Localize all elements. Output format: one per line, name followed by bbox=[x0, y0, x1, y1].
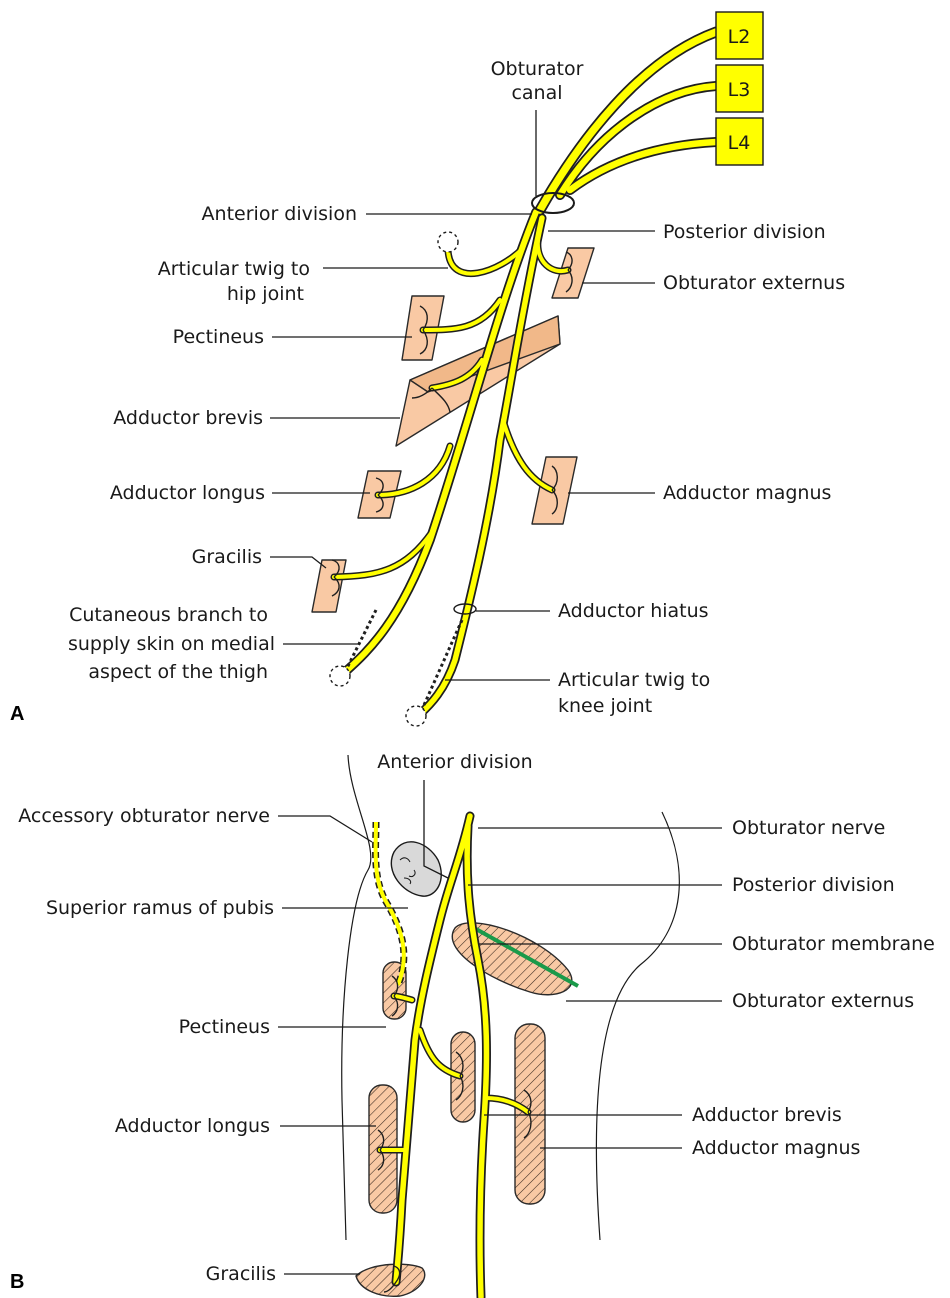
panel-b: Anterior division Accessory obturator ne… bbox=[10, 751, 935, 1297]
label-anterior-division-b: Anterior division bbox=[377, 751, 532, 773]
label-obturator-membrane: Obturator membrane bbox=[732, 933, 935, 955]
thigh-skin-dashed-circle bbox=[330, 666, 350, 686]
knee-joint-dashed-circle bbox=[406, 706, 426, 726]
label-obturator-canal-line2: canal bbox=[511, 82, 562, 104]
thigh-outline-left bbox=[342, 755, 371, 1240]
panel-a: L2 L3 L4 Obturator canal bbox=[10, 12, 845, 726]
label-adductor-longus-b: Adductor longus bbox=[115, 1115, 270, 1137]
label-gracilis-b: Gracilis bbox=[206, 1263, 276, 1285]
label-accessory-obturator-nerve: Accessory obturator nerve bbox=[18, 805, 270, 827]
label-adductor-magnus-b: Adductor magnus bbox=[692, 1137, 860, 1159]
label-gracilis-a: Gracilis bbox=[192, 546, 262, 568]
label-adductor-brevis-b: Adductor brevis bbox=[692, 1104, 842, 1126]
label-adductor-magnus-a: Adductor magnus bbox=[663, 482, 831, 504]
panel-letter-b: B bbox=[10, 1271, 24, 1293]
label-pectineus-b: Pectineus bbox=[179, 1016, 270, 1038]
label-anterior-division-a: Anterior division bbox=[202, 203, 357, 225]
label-cutaneous-line1: Cutaneous branch to bbox=[69, 604, 268, 626]
label-articular-hip-line1: Articular twig to bbox=[158, 258, 310, 280]
root-label-l2: L2 bbox=[728, 26, 751, 48]
thigh-outline-right bbox=[596, 812, 679, 1240]
panel-letter-a: A bbox=[10, 703, 24, 725]
label-cutaneous-line3: aspect of the thigh bbox=[88, 661, 268, 683]
label-adductor-hiatus: Adductor hiatus bbox=[558, 600, 709, 622]
label-pectineus-a: Pectineus bbox=[173, 326, 264, 348]
label-articular-knee-line2: knee joint bbox=[558, 695, 652, 717]
root-label-l4: L4 bbox=[728, 132, 751, 154]
label-articular-hip-line2: hip joint bbox=[227, 283, 304, 305]
root-box-l3: L3 bbox=[716, 65, 763, 112]
label-obturator-canal-line1: Obturator bbox=[491, 58, 584, 80]
bone-superior-ramus bbox=[391, 842, 441, 896]
label-superior-ramus-pubis: Superior ramus of pubis bbox=[46, 897, 274, 919]
hip-joint-dashed-circle bbox=[438, 232, 458, 252]
muscle-gracilis-b bbox=[356, 1264, 425, 1296]
root-box-l4: L4 bbox=[716, 118, 763, 165]
label-articular-knee-line1: Articular twig to bbox=[558, 669, 710, 691]
root-label-l3: L3 bbox=[728, 79, 751, 101]
root-box-l2: L2 bbox=[716, 12, 763, 59]
label-posterior-division-a: Posterior division bbox=[663, 221, 826, 243]
label-cutaneous-line2: supply skin on medial bbox=[68, 633, 275, 655]
label-adductor-brevis-a: Adductor brevis bbox=[113, 407, 263, 429]
label-obturator-externus-a: Obturator externus bbox=[663, 272, 845, 294]
label-obturator-nerve-b: Obturator nerve bbox=[732, 817, 885, 839]
label-obturator-externus-b: Obturator externus bbox=[732, 990, 914, 1012]
muscle-gracilis-a bbox=[312, 560, 346, 612]
label-adductor-longus-a: Adductor longus bbox=[110, 482, 265, 504]
label-posterior-division-b: Posterior division bbox=[732, 874, 895, 896]
